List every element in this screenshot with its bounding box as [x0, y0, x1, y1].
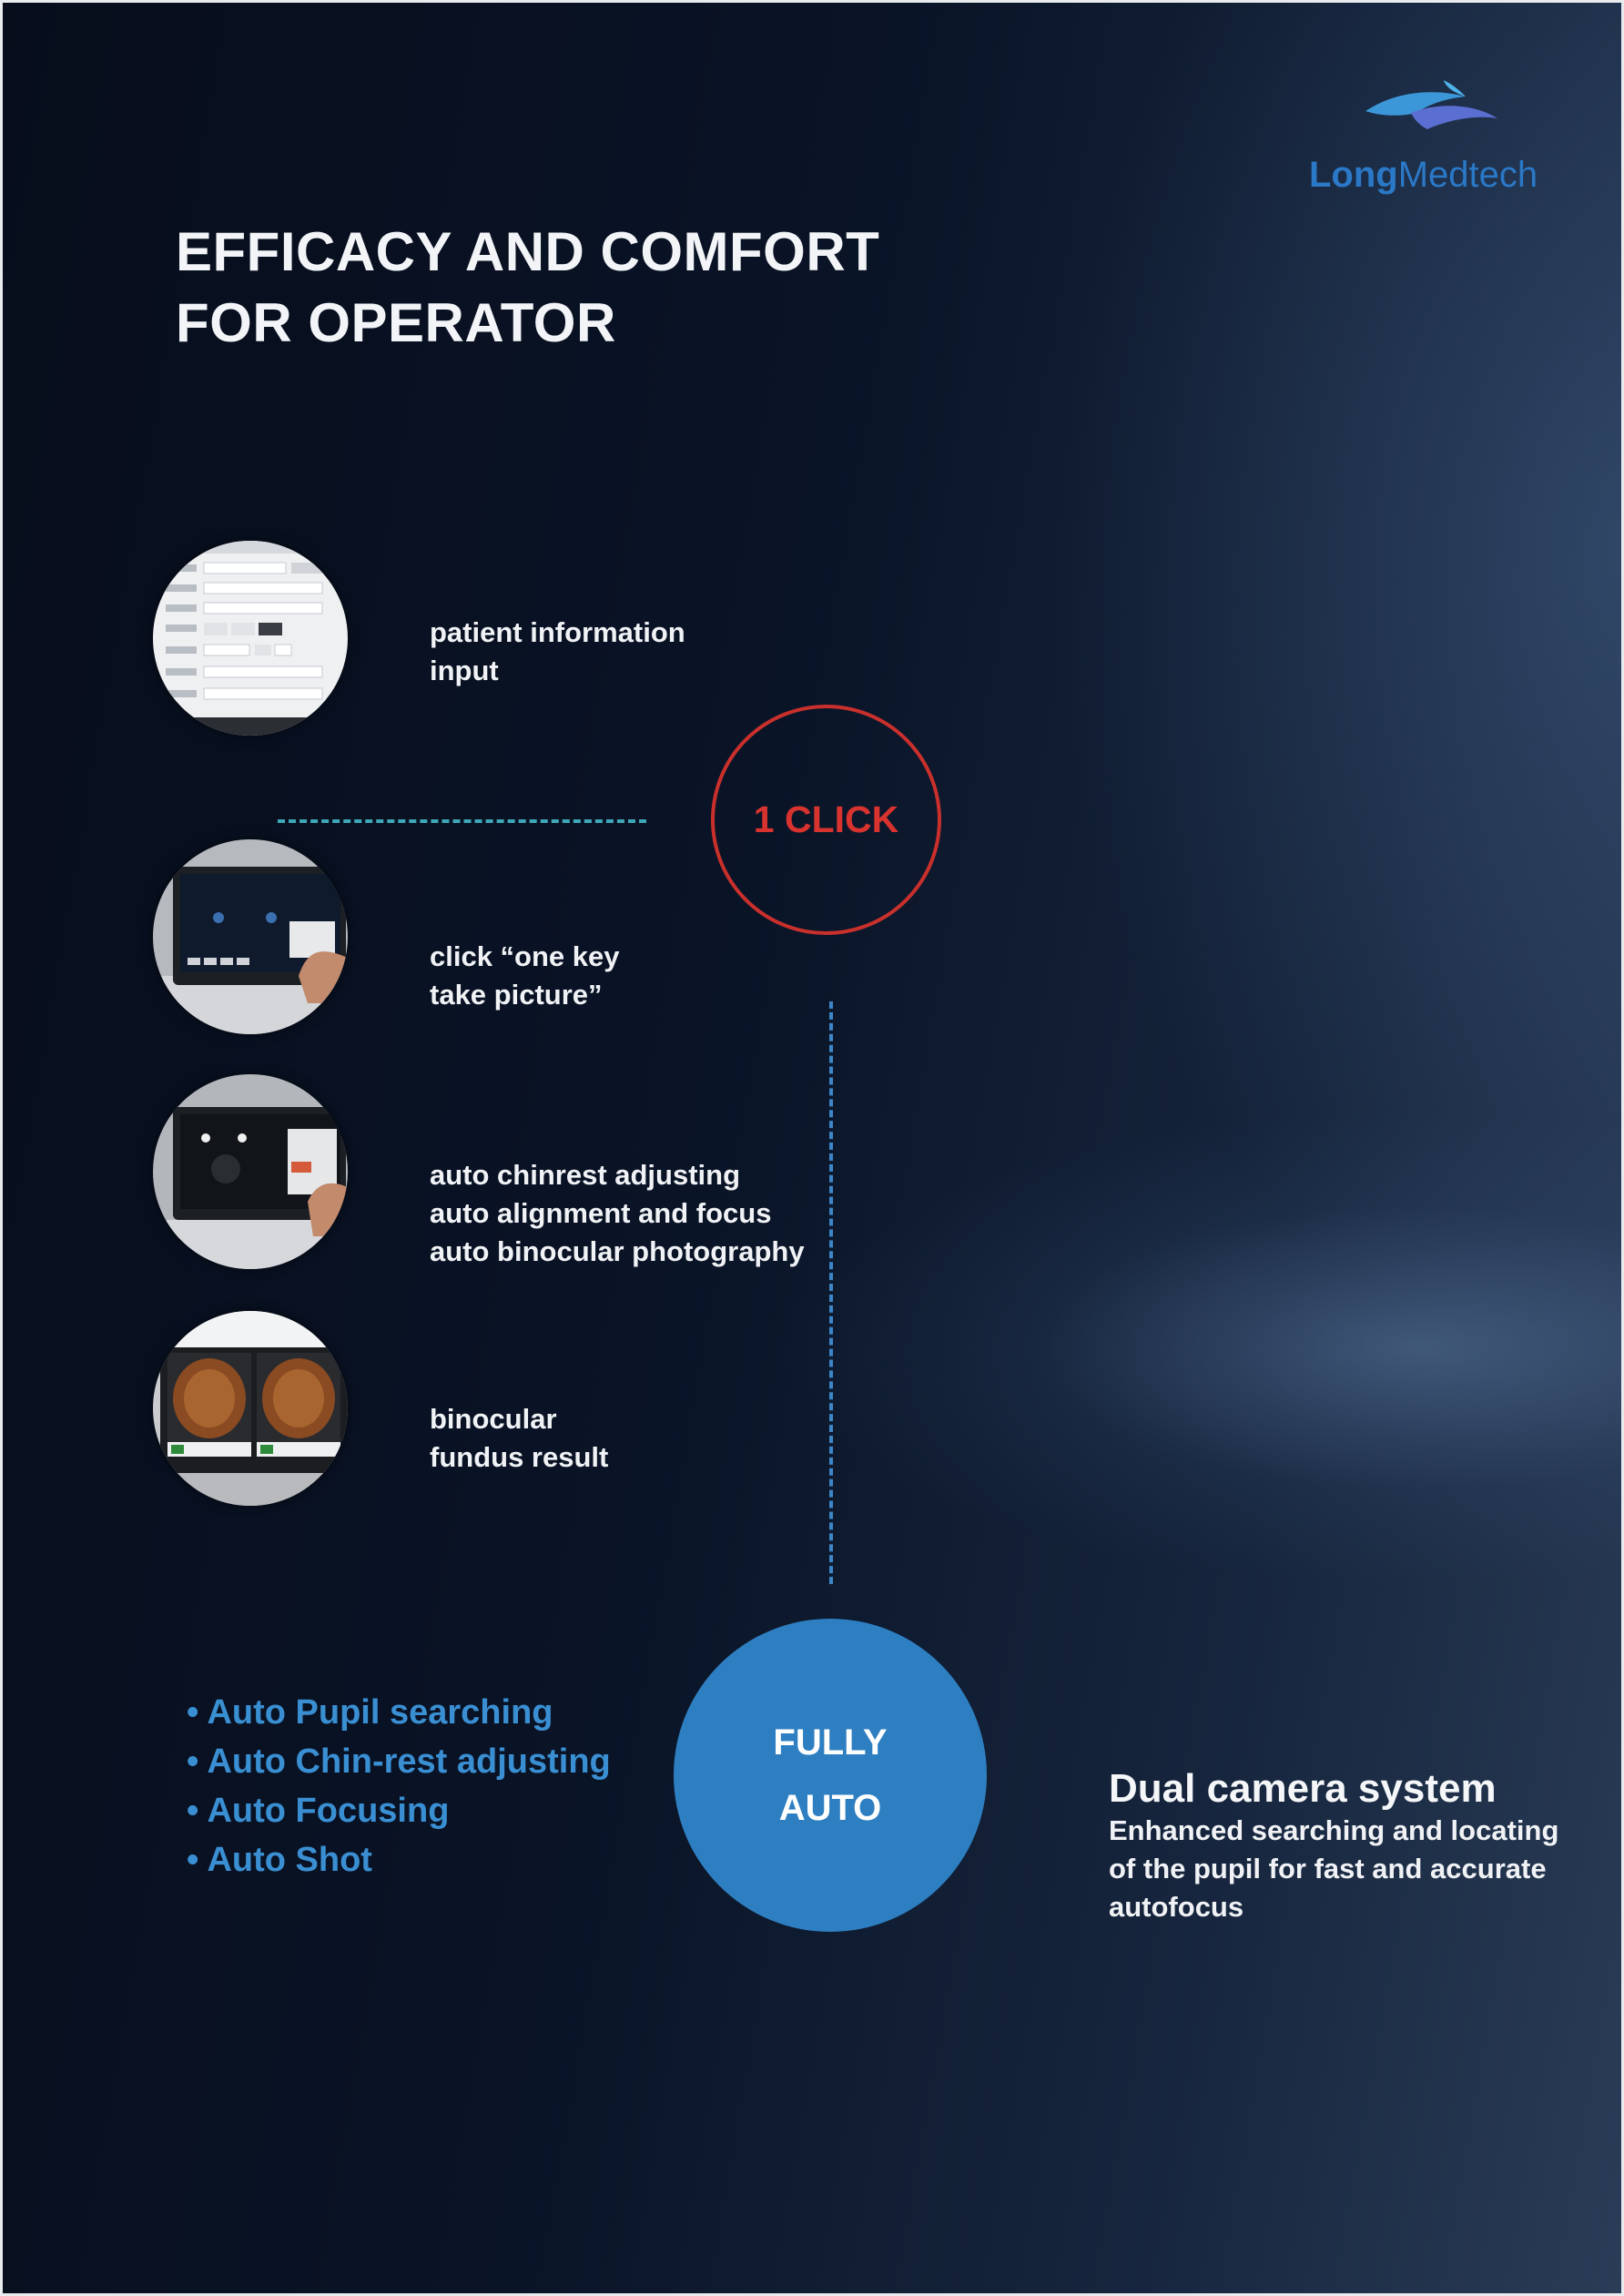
one-click-badge: 1 CLICK	[711, 705, 941, 935]
dual-camera-title: Dual camera system	[1109, 1766, 1497, 1811]
fully-auto-badge: FULLY AUTO	[674, 1619, 987, 1932]
feature-item: Auto Shot	[187, 1835, 611, 1885]
logo-wordmark: LongMedtech	[1309, 155, 1538, 195]
feature-item: Auto Chin-rest adjusting	[187, 1737, 610, 1786]
step-patient-info-text: patient information input	[430, 616, 685, 686]
dashed-connector-horizontal	[278, 819, 646, 823]
feature-item: Auto Pupil searching	[187, 1688, 611, 1737]
title-line-1: EFFICACY AND COMFORT	[176, 221, 880, 282]
auto-features-list: Auto Pupil searching Auto Chin-rest adju…	[187, 1688, 611, 1885]
one-key-thumbnail	[153, 839, 348, 1034]
page-title: EFFICACY AND COMFORT FOR OPERATOR	[176, 217, 879, 359]
step-auto-adjust-text: auto chinrest adjusting auto alignment a…	[430, 1159, 805, 1267]
dual-camera-description: Enhanced searching and locating of the p…	[1109, 1814, 1559, 1923]
step-one-key-text: click “one key take picture”	[430, 940, 620, 1011]
auto-adjust-thumbnail	[153, 1074, 348, 1269]
fundus-result-thumbnail	[153, 1311, 348, 1506]
dashed-connector-vertical	[829, 1001, 833, 1584]
step-fundus-result-text: binocular fundus result	[430, 1403, 609, 1473]
longmedtech-logo: LongMedtech	[1302, 76, 1548, 204]
title-line-2: FOR OPERATOR	[176, 292, 616, 353]
patient-form-thumbnail	[153, 541, 348, 736]
feature-item: Auto Focusing	[187, 1786, 611, 1835]
bird-logo-icon	[1365, 80, 1497, 129]
